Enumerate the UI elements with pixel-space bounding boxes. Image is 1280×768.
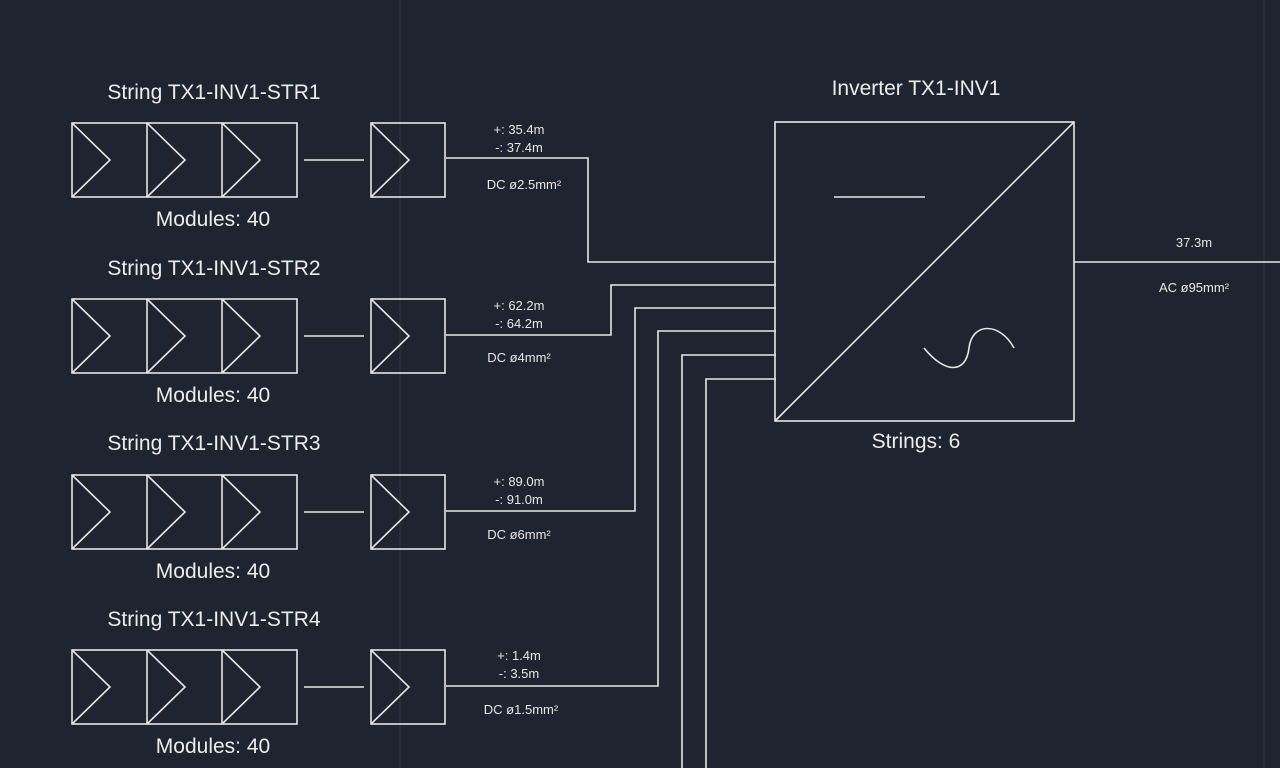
- inverter-title: Inverter TX1-INV1: [832, 77, 1001, 100]
- dc-cable-str5: [681, 354, 776, 768]
- ac-length: 37.3m: [1176, 235, 1212, 250]
- ac-output: 37.3m AC ø95mm²: [1074, 235, 1280, 295]
- string-combiner-box: [370, 649, 446, 725]
- module-count: Modules: 40: [156, 208, 270, 231]
- string-block-1[interactable]: String TX1-INV1-STR1 Modules: 40 +: 35.4…: [71, 81, 562, 231]
- pv-module-array: [71, 649, 298, 725]
- dc-cable-size: DC ø6mm²: [487, 527, 551, 542]
- minus-length: -: 3.5m: [499, 666, 539, 681]
- string-combiner-box: [370, 122, 446, 198]
- dc-cable-size: DC ø2.5mm²: [487, 177, 562, 192]
- plus-length: +: 1.4m: [497, 648, 541, 663]
- minus-length: -: 64.2m: [495, 316, 543, 331]
- string-block-4[interactable]: String TX1-INV1-STR4 Modules: 40 +: 1.4m…: [71, 608, 559, 758]
- string-title: String TX1-INV1-STR3: [107, 432, 320, 455]
- string-title: String TX1-INV1-STR2: [107, 257, 320, 280]
- module-count: Modules: 40: [156, 560, 270, 583]
- ac-cable-size: AC ø95mm²: [1159, 280, 1230, 295]
- string-title: String TX1-INV1-STR1: [107, 81, 320, 104]
- dc-cable-size: DC ø4mm²: [487, 350, 551, 365]
- string-combiner-box: [370, 298, 446, 374]
- string-block-3[interactable]: String TX1-INV1-STR3 Modules: 40 +: 89.0…: [71, 432, 551, 583]
- module-count: Modules: 40: [156, 735, 270, 758]
- dc-cable-str3: [446, 307, 776, 512]
- dc-cable-str4: [446, 330, 776, 687]
- string-combiner-box: [370, 474, 446, 550]
- dc-cable-size: DC ø1.5mm²: [484, 702, 559, 717]
- dc-cable-str2: [446, 284, 776, 336]
- pv-module-array: [71, 474, 298, 550]
- plus-length: +: 62.2m: [494, 298, 545, 313]
- minus-length: -: 91.0m: [495, 492, 543, 507]
- pv-module-array: [71, 298, 298, 374]
- strings-count: Strings: 6: [872, 430, 961, 453]
- plus-length: +: 89.0m: [494, 474, 545, 489]
- string-block-2[interactable]: String TX1-INV1-STR2 Modules: 40 +: 62.2…: [71, 257, 551, 407]
- inverter-block[interactable]: Inverter TX1-INV1 Strings: 6: [774, 77, 1075, 453]
- string-title: String TX1-INV1-STR4: [107, 608, 320, 631]
- dc-cable-str6: [705, 378, 776, 768]
- minus-length: -: 37.4m: [495, 140, 543, 155]
- inverter-symbol: [774, 121, 1075, 422]
- ac-sine-icon: [923, 327, 1015, 369]
- dc-cable-str1: [446, 157, 776, 263]
- pv-module-array: [71, 122, 298, 198]
- module-count: Modules: 40: [156, 384, 270, 407]
- dc-cable-routes: [446, 157, 776, 768]
- plus-length: +: 35.4m: [494, 122, 545, 137]
